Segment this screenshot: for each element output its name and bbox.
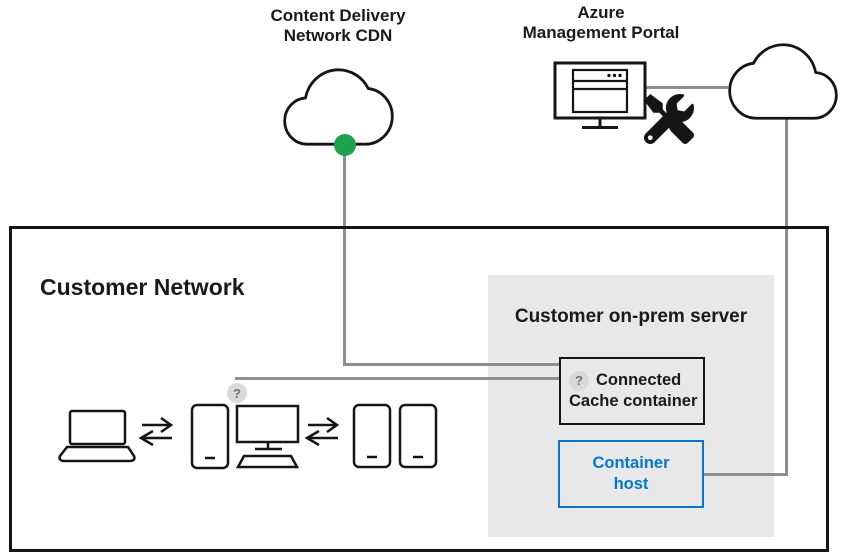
sync-arrows-icon [138, 416, 174, 447]
cdn-cloud-icon [283, 68, 394, 146]
cdn-to-cache-connector-horizontal [343, 363, 559, 366]
help-badge-icon: ? [569, 370, 589, 391]
tools-icon [643, 94, 694, 144]
container-host-box: Container host [558, 440, 704, 508]
connected-cache-container-box: ? Connected Cache container [559, 357, 705, 425]
cdn-to-cache-connector-vertical [343, 145, 346, 366]
azure-cloud-icon [728, 43, 838, 120]
phone-icon [352, 403, 392, 469]
onprem-server-title: Customer on-prem server [514, 306, 748, 327]
phone-icon [190, 403, 230, 470]
laptop-icon [58, 409, 136, 463]
cache-label-row: ? Connected [569, 370, 703, 391]
phone-icon [398, 403, 438, 469]
sync-arrows-icon [304, 416, 340, 447]
cdn-title-line1: Content Delivery [270, 6, 406, 25]
azure-portal-title-line1: Azure [577, 3, 625, 22]
screwdriver-icon [644, 94, 694, 144]
devices-to-cache-connector [235, 377, 559, 380]
cdn-status-dot [334, 134, 356, 156]
management-portal-icon [553, 61, 647, 129]
azure-portal-title: Azure Management Portal [501, 3, 701, 43]
client-devices-group [58, 403, 438, 470]
customer-network-title: Customer Network [40, 274, 245, 300]
cdn-title: Content Delivery Network CDN [238, 6, 438, 46]
cloud-to-host-connector-horizontal [702, 473, 788, 476]
help-badge-icon: ? [227, 383, 247, 403]
portal-to-cloud-connector [644, 86, 728, 89]
customer-network-boundary [9, 226, 829, 552]
host-label-line2: host [613, 475, 649, 493]
cdn-title-line2: Network CDN [283, 26, 393, 45]
cloud-to-host-connector-vertical [785, 112, 788, 476]
wrench-icon [643, 94, 694, 144]
host-label-line1: Container [592, 454, 670, 472]
desktop-icon [235, 404, 300, 469]
cache-label-line1: Connected [596, 371, 682, 389]
azure-portal-title-line2: Management Portal [522, 23, 680, 42]
cache-label-line2: Cache container [569, 392, 698, 410]
